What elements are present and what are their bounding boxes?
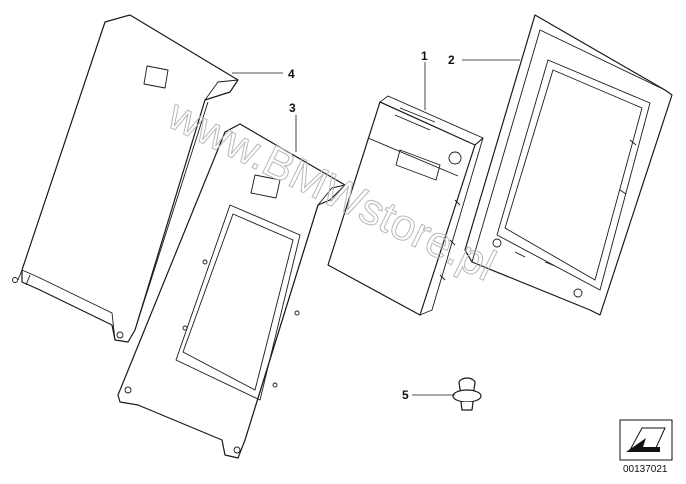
part-3-frame xyxy=(117,123,346,459)
reference-number: 00137021 xyxy=(623,464,668,475)
callout-1: 1 xyxy=(421,49,428,63)
callout-5: 5 xyxy=(402,388,409,402)
arrow-down-left-icon xyxy=(619,419,673,461)
part-5-clip xyxy=(452,377,482,411)
callout-3: 3 xyxy=(289,101,296,115)
callout-2: 2 xyxy=(448,53,455,67)
leader-lines xyxy=(232,59,520,396)
part-1-control-unit xyxy=(327,95,484,316)
callout-4: 4 xyxy=(288,67,295,81)
part-4-cover xyxy=(12,14,239,343)
part-2-carrier xyxy=(464,14,673,316)
